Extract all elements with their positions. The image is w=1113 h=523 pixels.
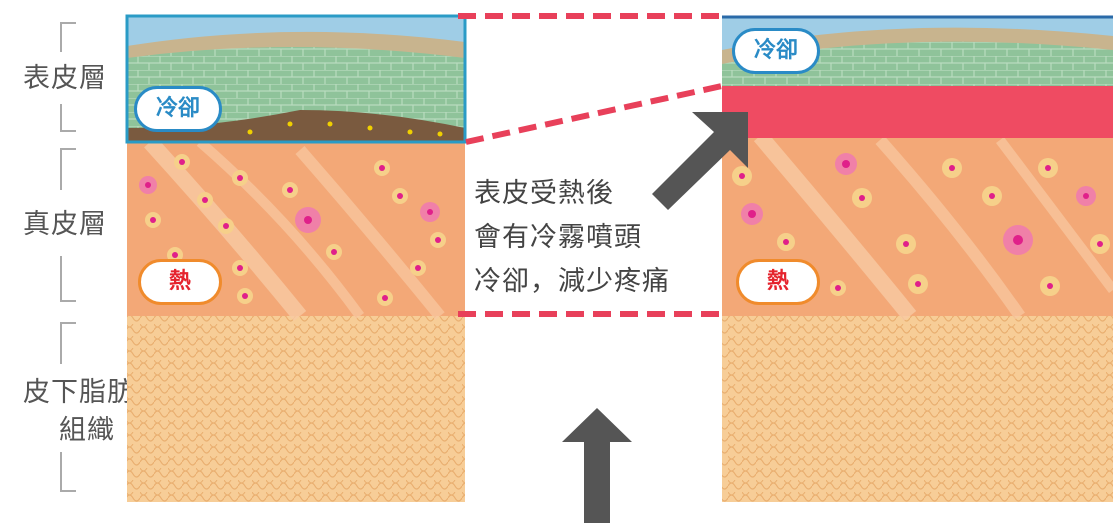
left-fat-layer: [127, 316, 465, 502]
label-fat-line1: 皮下脂肪: [23, 377, 135, 408]
caption: 表皮受熱後 會有冷霧噴頭 冷卻，減少疼痛: [474, 172, 724, 304]
epidermis-bracket-top: [60, 22, 76, 52]
heat-badge-right: 熱: [736, 259, 820, 305]
caption-line3: 冷卻，減少疼痛: [474, 266, 670, 297]
left-skin-surface: [127, 31, 465, 60]
label-fat-line2: 組織: [59, 415, 115, 446]
dermis-bracket-top: [60, 148, 76, 190]
cooling-badge-left: 冷卻: [134, 86, 222, 132]
dermis-bracket-bottom: [60, 256, 76, 302]
right-skin-surface: [722, 27, 1113, 66]
left-skin-panel: [125, 14, 467, 502]
caption-line1: 表皮受熱後: [474, 178, 614, 209]
right-fat-layer: [722, 316, 1113, 502]
right-heated-layer: [722, 86, 1113, 138]
label-epidermis: 表皮層: [23, 63, 107, 94]
cooling-badge-right: 冷卻: [732, 28, 820, 74]
right-dermis-cells: [732, 153, 1110, 296]
zoom-connector: [458, 13, 723, 317]
left-dermis-cells: [139, 154, 446, 306]
label-dermis: 真皮層: [23, 209, 107, 240]
fat-bracket-top: [60, 322, 76, 364]
left-basal-layer: [127, 110, 465, 142]
epidermis-bracket-bottom: [60, 104, 76, 132]
left-epidermis-frame: [125, 14, 467, 144]
caption-line2: 會有冷霧噴頭: [474, 222, 642, 253]
fat-bracket-bottom: [60, 452, 76, 492]
arrow-up-icon: [562, 408, 632, 523]
heat-badge-left: 熱: [138, 259, 222, 305]
arrow-up-right-icon: [652, 112, 748, 210]
